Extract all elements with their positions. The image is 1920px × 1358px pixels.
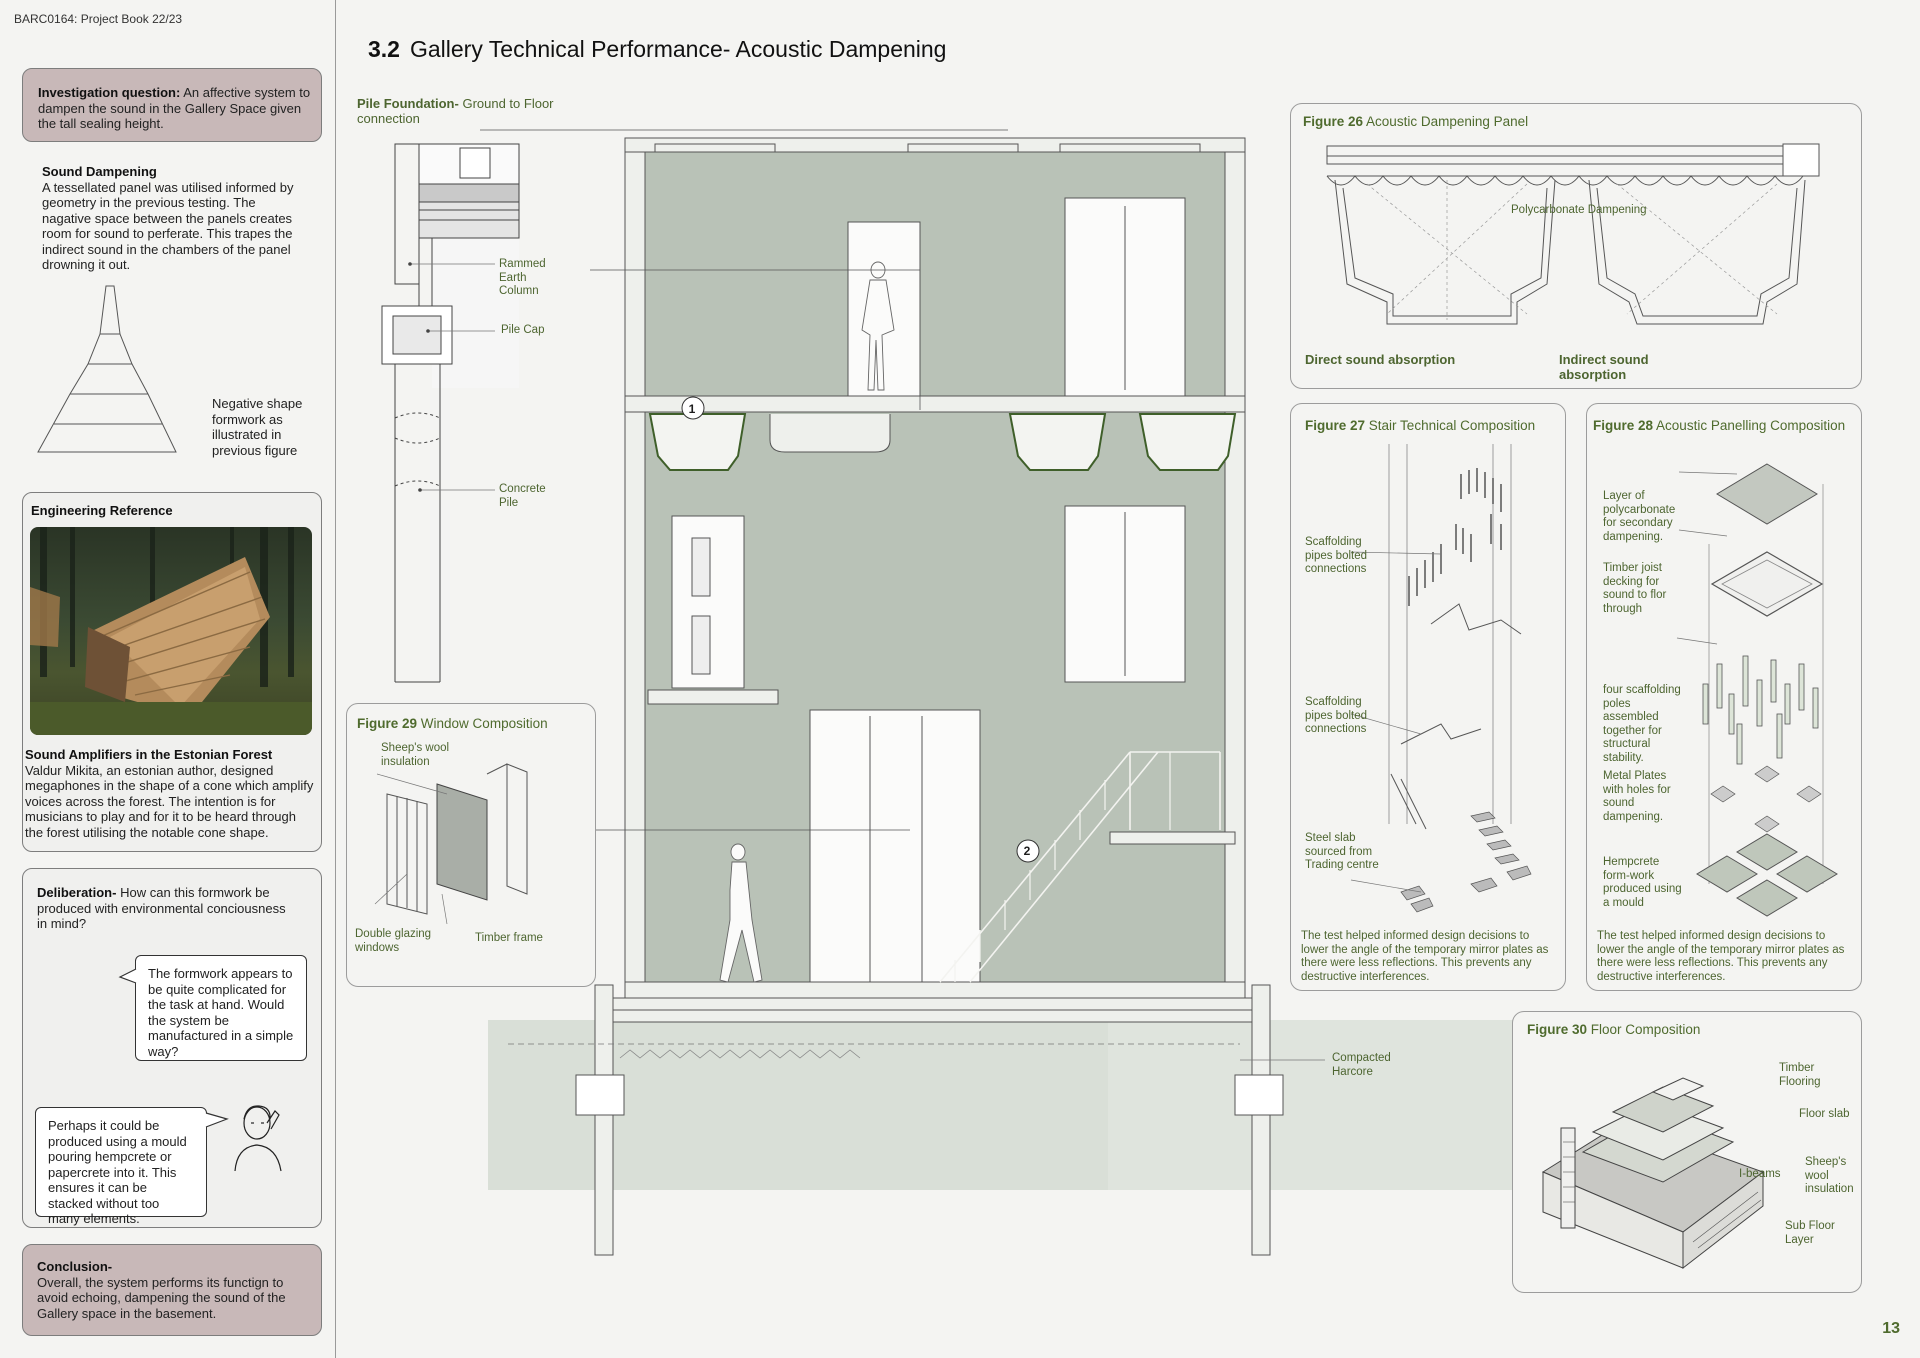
left-sidebar: BARC0164: Project Book 22/23 Investigati… xyxy=(0,0,336,1358)
pile-foundation-title: Pile Foundation- Ground to Floor connect… xyxy=(357,96,554,126)
pile-cap-label: Pile Cap xyxy=(501,324,545,336)
markers xyxy=(681,396,1040,863)
panelling-composition-drawing xyxy=(1676,463,1838,917)
timber-frame-label: Timber frame xyxy=(475,932,543,944)
sound-dampening-section: Sound Dampening A tessellated panel was … xyxy=(42,164,307,273)
deliberation-box: Deliberation- How can this formwork be p… xyxy=(22,868,322,1228)
stair-composition-drawing xyxy=(1350,444,1532,913)
marker-2-label: 2 xyxy=(1023,844,1031,858)
figure-29-panel: Figure 29 Window Composition Sheep's woo… xyxy=(346,703,596,987)
figure-26-panel: Figure 26 Acoustic Dampening Panel Polyc… xyxy=(1290,103,1862,389)
scaffolding-label-2: Scaffolding pipes bolted connections xyxy=(1305,696,1368,735)
rammed-earth-label: Rammed Earth Column xyxy=(499,258,546,297)
steel-slab-label: Steel slab sourced from Trading centre xyxy=(1305,832,1379,871)
window-composition-drawing xyxy=(374,763,528,925)
conclusion-text: Conclusion-Overall, the system performs … xyxy=(37,1259,286,1321)
floor-slab-label: Floor slab xyxy=(1799,1108,1850,1120)
investigation-text: Investigation question: An affective sys… xyxy=(38,85,311,131)
direct-absorption-label: Direct sound absorption xyxy=(1305,352,1456,367)
polycarbonate-layer-label: Layer of polycarbonate for secondary dam… xyxy=(1603,490,1676,543)
deliberation-text: Deliberation- How can this formwork be p… xyxy=(37,885,286,931)
engineering-heading: Engineering Reference xyxy=(31,503,173,518)
investigation-box: Investigation question: An affective sys… xyxy=(22,68,322,142)
pile-foundation-detail xyxy=(381,143,520,683)
timber-joist-label: Timber joist decking for sound to flor t… xyxy=(1603,562,1667,615)
double-glazing-label: Double glazing windows xyxy=(355,928,432,954)
page-number: 13 xyxy=(1882,1320,1900,1337)
bubble-1-tail xyxy=(118,968,137,984)
concrete-pile-label: Concrete Pile xyxy=(499,483,546,509)
figure-28-caption: The test helped informed design decision… xyxy=(1597,930,1845,983)
figure-27-caption: The test helped informed design decision… xyxy=(1301,930,1549,983)
figure-26-title: Figure 26 Acoustic Dampening Panel xyxy=(1303,114,1529,129)
figure-27-panel: Figure 27 Stair Technical Composition xyxy=(1290,403,1566,991)
figure-28-panel: Figure 28 Acoustic Panelling Composition… xyxy=(1586,403,1862,991)
compacted-harcore-label: Compacted Harcore xyxy=(1332,1052,1391,1078)
hempcrete-label: Hempcrete form-work produced using a mou… xyxy=(1603,856,1682,909)
marker-1-label: 1 xyxy=(688,402,696,416)
figure-27-title: Figure 27 Stair Technical Composition xyxy=(1305,418,1536,433)
speech-bubble-2: Perhaps it could be produced using a mou… xyxy=(35,1107,207,1226)
negative-shape-caption: Negative shape formwork as illustrated i… xyxy=(212,396,303,458)
i-beams-label: I-beams xyxy=(1739,1168,1781,1180)
sheeps-wool-floor-label: Sheep's wool insulation xyxy=(1805,1156,1854,1195)
acoustic-panel-drawing xyxy=(1326,143,1820,325)
scaffolding-poles-label: four scaffolding poles assembled togethe… xyxy=(1603,684,1681,764)
sound-dampening-text: A tessellated panel was utilised informe… xyxy=(42,179,294,273)
forest-megaphone-photo xyxy=(30,527,312,735)
photo-heading: Sound Amplifiers in the Estonian Forest xyxy=(25,747,273,762)
conclusion-box: Conclusion-Overall, the system performs … xyxy=(22,1244,322,1336)
indirect-absorption-label: Indirect sound absorption xyxy=(1559,352,1649,382)
bubble-2-tail xyxy=(205,1112,229,1128)
metal-plates-label: Metal Plates with holes for sound dampen… xyxy=(1603,770,1671,823)
figure-30-title: Figure 30 Floor Composition xyxy=(1527,1022,1701,1037)
scaffolding-label-1: Scaffolding pipes bolted connections xyxy=(1305,536,1368,575)
sheeps-wool-label: Sheep's wool insulation xyxy=(381,742,450,768)
engineering-box: Engineering Reference Sound Amplifi xyxy=(22,492,322,852)
cone-formwork-drawing xyxy=(37,285,177,453)
polycarbonate-label: Polycarbonate Dampening xyxy=(1511,204,1647,216)
speech-bubble-1: The formwork appears to be quite complic… xyxy=(135,955,307,1061)
engineering-text: Sound Amplifiers in the Estonian Forest … xyxy=(25,747,314,840)
timber-flooring-label: Timber Flooring xyxy=(1779,1062,1821,1088)
floor-composition-drawing xyxy=(1541,1077,1765,1270)
figure-30-panel: Figure 30 Floor Composition Timber Floor… xyxy=(1512,1011,1862,1293)
figure-28-title: Figure 28 Acoustic Panelling Composition xyxy=(1593,418,1846,433)
sound-dampening-heading: Sound Dampening xyxy=(42,164,157,179)
figure-29-title: Figure 29 Window Composition xyxy=(357,716,548,731)
sub-floor-label: Sub Floor Layer xyxy=(1785,1220,1835,1246)
thinking-person-icon xyxy=(234,1105,282,1172)
running-header: BARC0164: Project Book 22/23 xyxy=(14,12,183,26)
